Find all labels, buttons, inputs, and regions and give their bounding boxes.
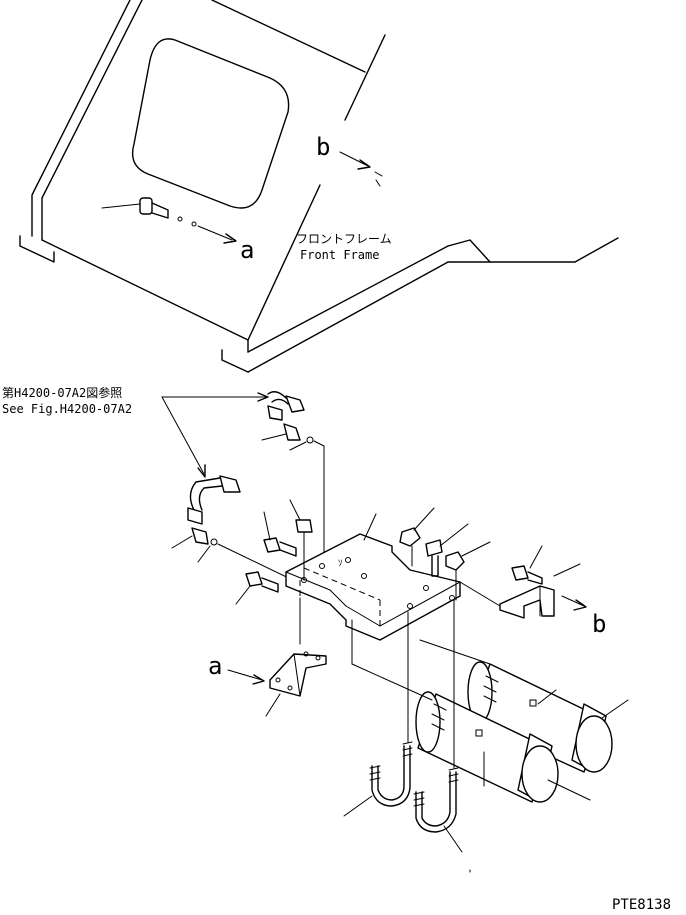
frame-bolt-a: [101, 197, 237, 244]
small-bracket-a: [227, 597, 327, 717]
cylinder-back: [467, 661, 629, 773]
drawing-code: PTE8138: [612, 897, 671, 913]
guide-line-left-h: [351, 663, 433, 701]
bracket-bolts-right: [399, 507, 491, 601]
letter-b-right: b: [592, 610, 606, 638]
see-fig-label-jp: 第H4200-07A2図参照: [2, 385, 122, 400]
bracket-bolts-left: [235, 499, 313, 605]
letter-b-top: b: [316, 133, 330, 161]
front-frame-label-en: Front Frame: [300, 248, 379, 262]
letter-a-top: a: [240, 236, 254, 264]
reference-arrows: [161, 392, 269, 478]
front-frame-label-jp: フロントフレーム: [296, 232, 392, 246]
cylinder-front: [415, 691, 591, 873]
bracket-plate: ｿ: [285, 513, 461, 641]
letter-a-middle: a: [208, 652, 222, 680]
front-frame: [19, 0, 619, 373]
see-fig-label-en: See Fig.H4200-07A2: [2, 402, 132, 416]
svg-text:ｿ: ｿ: [338, 559, 343, 569]
u-bolt-right: [413, 599, 463, 853]
upper-hose: [261, 391, 325, 569]
small-bracket-b: [459, 545, 587, 619]
guide-line-cyl: [419, 639, 491, 665]
frame-arrow-b: [339, 151, 383, 187]
u-bolt-left: [343, 611, 413, 817]
